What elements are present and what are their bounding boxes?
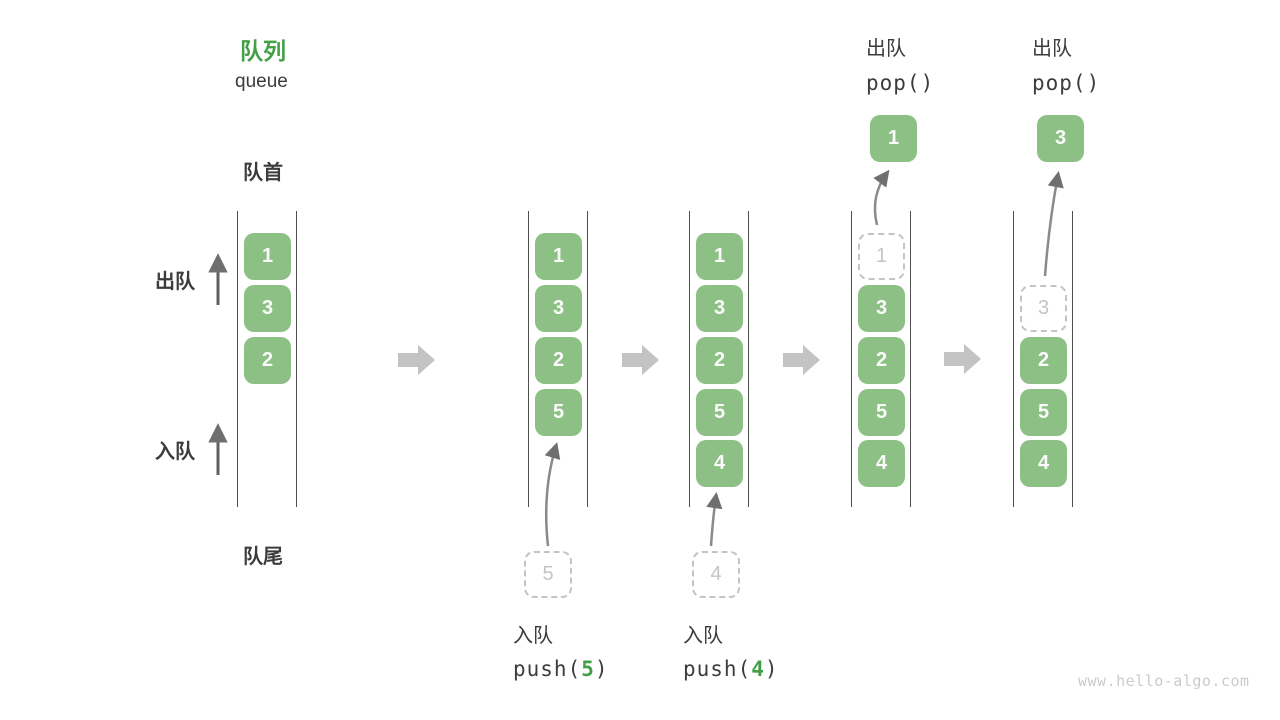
queue-item: 3 [535, 285, 582, 332]
right-block-arrow-icon [944, 344, 981, 374]
push-label: 入队 [683, 625, 723, 647]
push-operation-header-2: 入队 push(4) [683, 619, 779, 681]
diagram-title-zh: 队列 [240, 38, 286, 64]
queue-item: 2 [244, 337, 291, 384]
pop-code: pop() [866, 71, 935, 95]
queue-item: 2 [1020, 337, 1067, 384]
right-block-arrow-icon [783, 345, 820, 375]
pop-operation-header-2: 出队 pop() [1032, 32, 1100, 95]
queue-item: 4 [696, 440, 743, 487]
queue-item: 3 [244, 285, 291, 332]
queue-item: 2 [696, 337, 743, 384]
pushed-item-ghost-4: 4 [692, 551, 740, 598]
queue-item: 3 [696, 285, 743, 332]
pop-label: 出队 [1032, 38, 1072, 60]
pop-operation-header-1: 出队 pop() [866, 32, 934, 95]
pushed-item-ghost-5: 5 [524, 551, 572, 598]
queue-item: 5 [696, 389, 743, 436]
queue-state-column-after-push5: 1 3 2 5 [528, 211, 588, 507]
push-arg: 4 [751, 657, 765, 681]
queue-item: 5 [535, 389, 582, 436]
right-block-arrow-icon [398, 345, 435, 375]
queue-item: 2 [535, 337, 582, 384]
queue-item: 1 [535, 233, 582, 280]
queue-item: 3 [858, 285, 905, 332]
queue-item: 4 [1020, 440, 1067, 487]
popped-item-2: 3 [1037, 115, 1084, 162]
push-arg: 5 [581, 657, 595, 681]
enqueue-side-label: 入队 [155, 441, 195, 463]
queue-item-dashed: 3 [1020, 285, 1067, 332]
queue-item-dashed: 1 [858, 233, 905, 280]
queue-item: 1 [244, 233, 291, 280]
queue-front-label: 队首 [243, 162, 283, 184]
push-label: 入队 [513, 625, 553, 647]
queue-rear-label: 队尾 [243, 546, 283, 568]
right-block-arrow-icon [622, 345, 659, 375]
queue-item: 4 [858, 440, 905, 487]
pop-label: 出队 [866, 38, 906, 60]
push-operation-header-1: 入队 push(5) [513, 619, 609, 681]
push-code: push(4) [683, 657, 779, 681]
queue-state-column-initial: 1 3 2 [237, 211, 297, 507]
diagram-title-en: queue [235, 71, 288, 92]
pop-code: pop() [1032, 71, 1101, 95]
queue-item: 5 [858, 389, 905, 436]
push-code: push(5) [513, 657, 609, 681]
watermark: www.hello-algo.com [1078, 672, 1250, 690]
popped-item-1: 1 [870, 115, 917, 162]
queue-item: 5 [1020, 389, 1067, 436]
queue-item: 1 [696, 233, 743, 280]
queue-item: 2 [858, 337, 905, 384]
dequeue-side-label: 出队 [155, 271, 195, 293]
